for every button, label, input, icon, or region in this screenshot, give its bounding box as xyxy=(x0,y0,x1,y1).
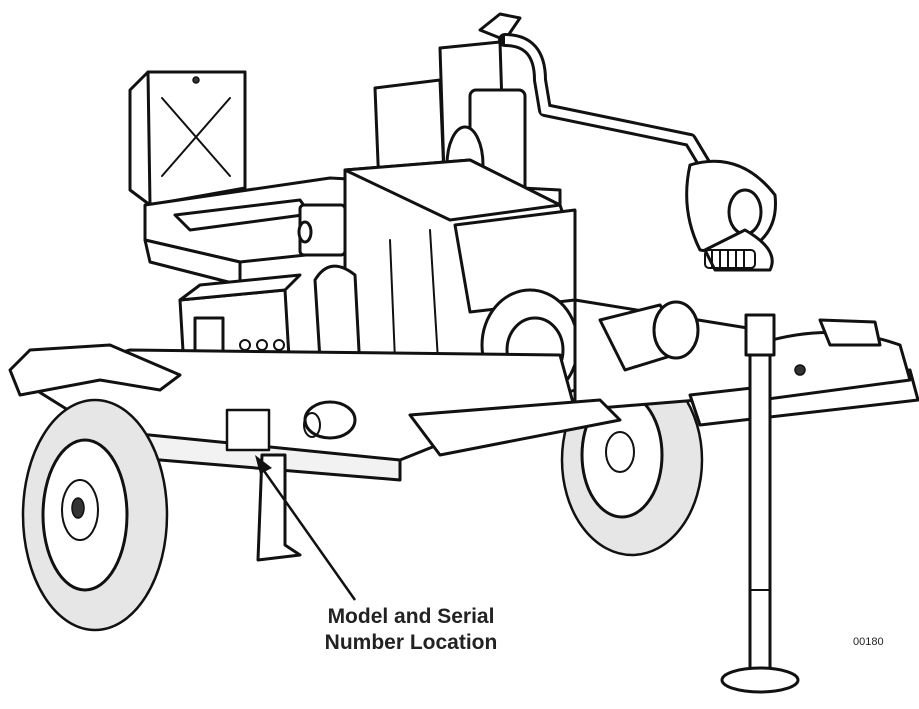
model-serial-callout: Model and Serial Number Location xyxy=(296,604,526,656)
figure-number: 00180 xyxy=(853,636,884,648)
frame-support-leg xyxy=(256,453,302,562)
starter-motor xyxy=(303,400,357,440)
hydraulic-hose xyxy=(478,12,712,172)
push-plate xyxy=(128,70,247,207)
callout-line-1: Model and Serial xyxy=(327,605,495,628)
jack-stand xyxy=(720,313,800,694)
callout-arrow xyxy=(255,455,357,601)
front-wheel xyxy=(21,398,169,632)
oil-filter xyxy=(598,300,700,372)
muffler-spring xyxy=(704,249,756,269)
fender xyxy=(8,343,182,397)
skid-plate xyxy=(408,398,622,457)
callout-line-2: Number Location xyxy=(324,631,498,654)
serial-number-plate xyxy=(225,408,271,452)
muffler xyxy=(685,159,777,272)
hydraulic-cylinder xyxy=(373,40,527,214)
tongue-coupler xyxy=(688,318,919,427)
